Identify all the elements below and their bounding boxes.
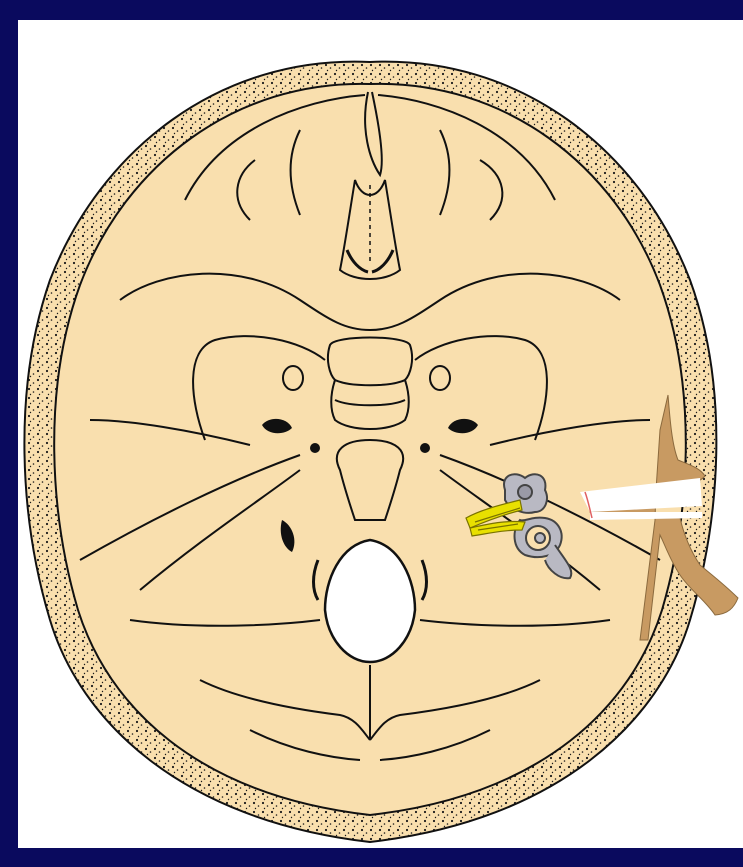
sella-turcica bbox=[328, 338, 412, 430]
